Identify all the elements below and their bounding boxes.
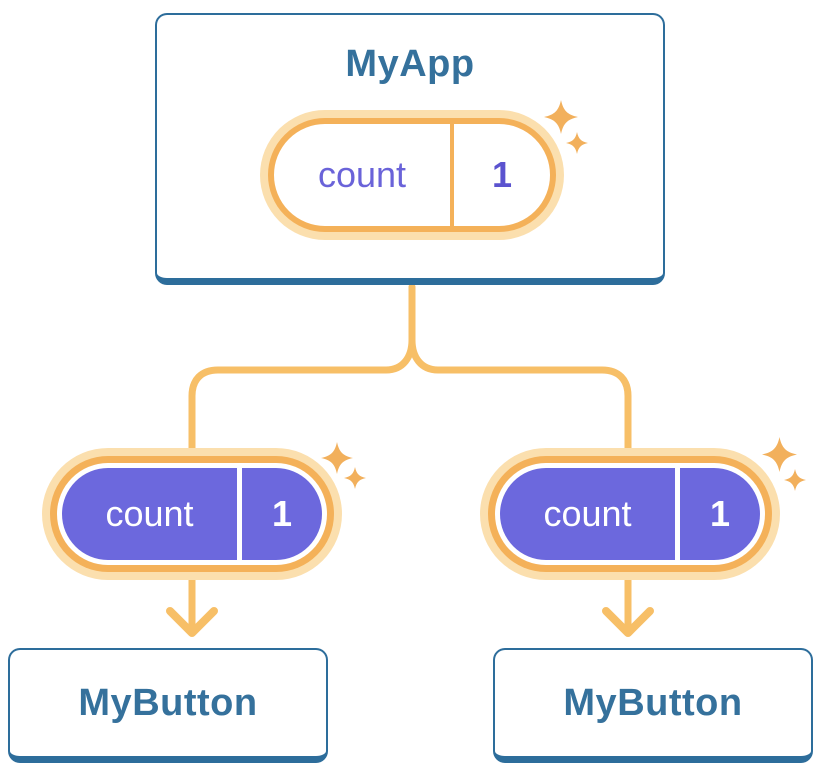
- connector-right-branch: [408, 283, 632, 635]
- pill-divider: [450, 124, 454, 226]
- sparkle-icon: [344, 467, 366, 489]
- prop-name: count: [500, 468, 675, 560]
- prop-pill-right: count 1: [480, 448, 780, 580]
- arrowhead-right-icon: [602, 607, 654, 637]
- component-title: MyButton: [563, 681, 743, 724]
- state-pill-ring: count 1: [268, 118, 556, 232]
- component-card-root: MyApp count 1: [155, 13, 665, 285]
- prop-pill-ring: count 1: [50, 456, 334, 572]
- component-title: MyApp: [345, 43, 475, 85]
- arrowhead-left-icon: [166, 607, 218, 637]
- sparkle-icon: [762, 437, 797, 472]
- prop-pill-ring: count 1: [488, 456, 772, 572]
- state-pill: count 1: [260, 110, 564, 240]
- component-card-child-left: MyButton: [8, 648, 328, 763]
- sparkle-icon: [566, 132, 588, 154]
- prop-pill-left: count 1: [42, 448, 342, 580]
- sparkle-icon: [784, 469, 806, 491]
- state-name: count: [317, 154, 407, 195]
- prop-value: 1: [242, 468, 322, 560]
- component-title: MyButton: [78, 681, 258, 724]
- prop-value: 1: [680, 468, 760, 560]
- sparkle-icon: [544, 100, 578, 134]
- prop-pill-inner: count 1: [495, 463, 765, 565]
- sparkle-icon: [321, 442, 353, 474]
- component-card-child-right: MyButton: [493, 648, 813, 763]
- state-value: 1: [491, 154, 513, 195]
- prop-name: count: [62, 468, 237, 560]
- prop-pill-inner: count 1: [57, 463, 327, 565]
